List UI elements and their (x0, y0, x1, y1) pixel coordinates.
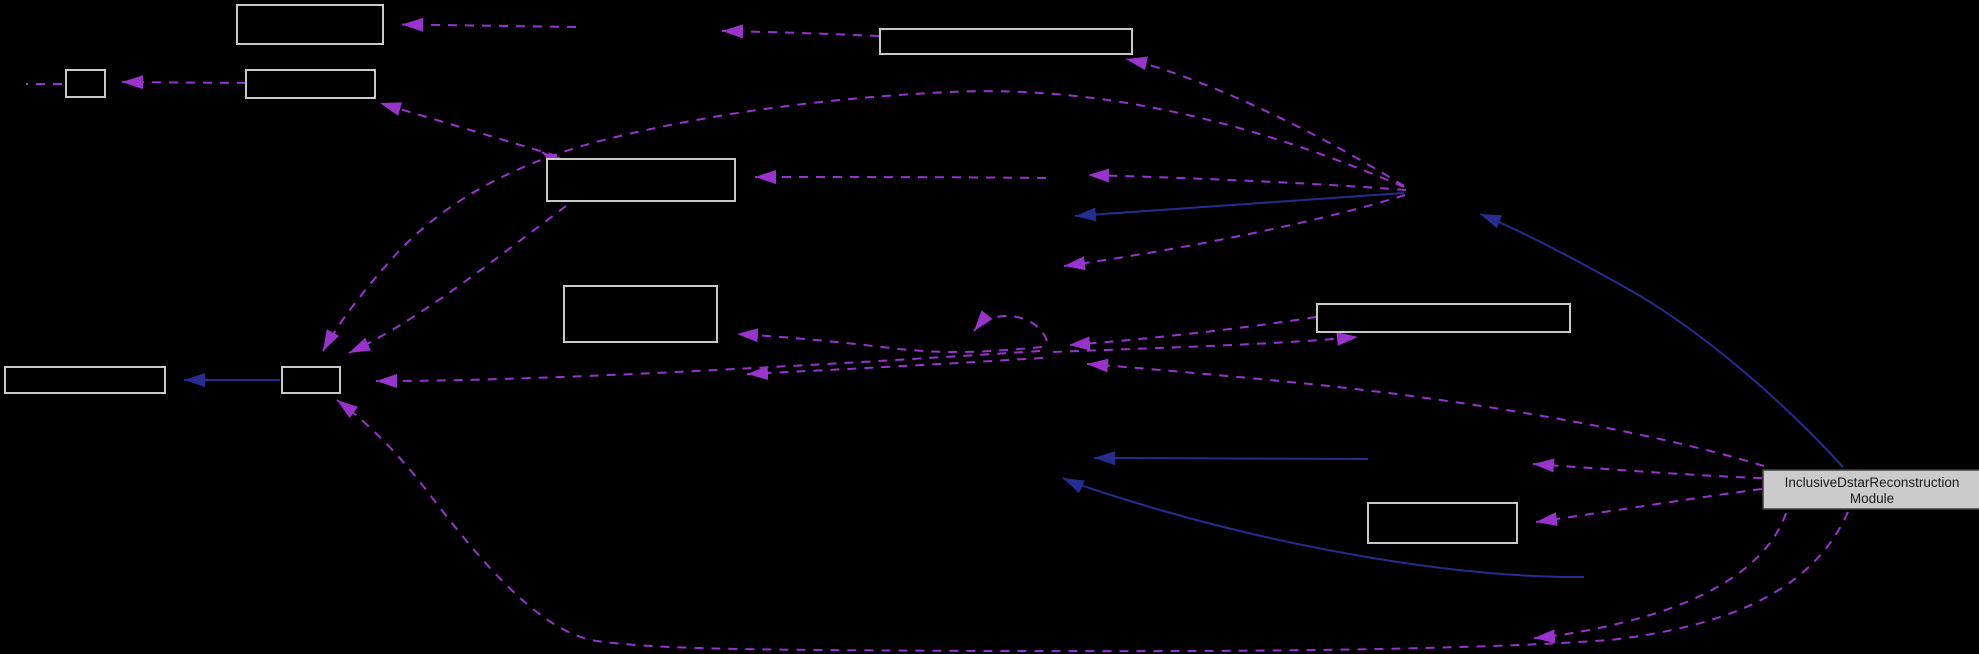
edge-hub-to-mid-right-upper (1087, 168, 1407, 191)
edge-hub-to-bottom-left-small-long-curve (322, 90, 1405, 352)
dashed-edges (26, 17, 1849, 653)
highlight-node[interactable]: InclusiveDstarReconstruction Module (1762, 469, 1979, 510)
nodes (4, 4, 1571, 544)
edge-diagonal-blue (1062, 477, 1585, 579)
node-bottom-right[interactable] (1367, 502, 1518, 544)
highlight-node-box[interactable] (1762, 469, 1979, 510)
solid-edges (184, 192, 1844, 579)
node-bottom-left-wide[interactable] (4, 366, 166, 394)
node-top-middle[interactable] (879, 28, 1133, 55)
edge-to-node-top-left (401, 17, 577, 32)
edge-highlight-to-mid-long (1086, 358, 1765, 467)
edge-mid-to-mid-lower-box (736, 328, 1043, 354)
edge-self-loop (973, 310, 1048, 342)
edge-highlight-to-invisible-upper (1532, 458, 1763, 479)
edge-horizontal-blue (1093, 451, 1369, 466)
node-top-left[interactable] (236, 4, 384, 45)
highlight-node-label-line2: Module (1850, 491, 1894, 506)
edge-hub-to-mid-blue (1074, 192, 1405, 222)
node-mid-upper[interactable] (546, 158, 736, 202)
edge-hub-to-mid-right-lower (1063, 194, 1406, 271)
edge-into-left-row2-corner (379, 102, 558, 157)
edge-highlight-bottom-sweep (336, 399, 1849, 653)
edge-highlight-to-bottom-right-box (1535, 488, 1763, 526)
edge-mid-to-bottom-left-small (375, 350, 1041, 388)
edge-highlight-to-bottom-invisible (1533, 512, 1787, 644)
edge-left-row2-to-small (121, 75, 247, 90)
node-right-middle[interactable] (1316, 303, 1571, 333)
highlight-node-label-line1: InclusiveDstarReconstruction (1785, 475, 1960, 490)
edge-from-top-middle-left (721, 24, 880, 39)
edge-into-mid-upper (754, 170, 1047, 185)
edge-mid-to-right-middle (1052, 331, 1359, 353)
edge-highlight-to-hub-blue (1479, 213, 1844, 468)
edge-right-middle-to-mid (1068, 316, 1317, 351)
node-bottom-left-small[interactable] (281, 366, 341, 394)
node-small-left[interactable] (65, 69, 106, 98)
node-left-row2[interactable] (245, 69, 376, 99)
node-mid-lower[interactable] (563, 285, 718, 343)
